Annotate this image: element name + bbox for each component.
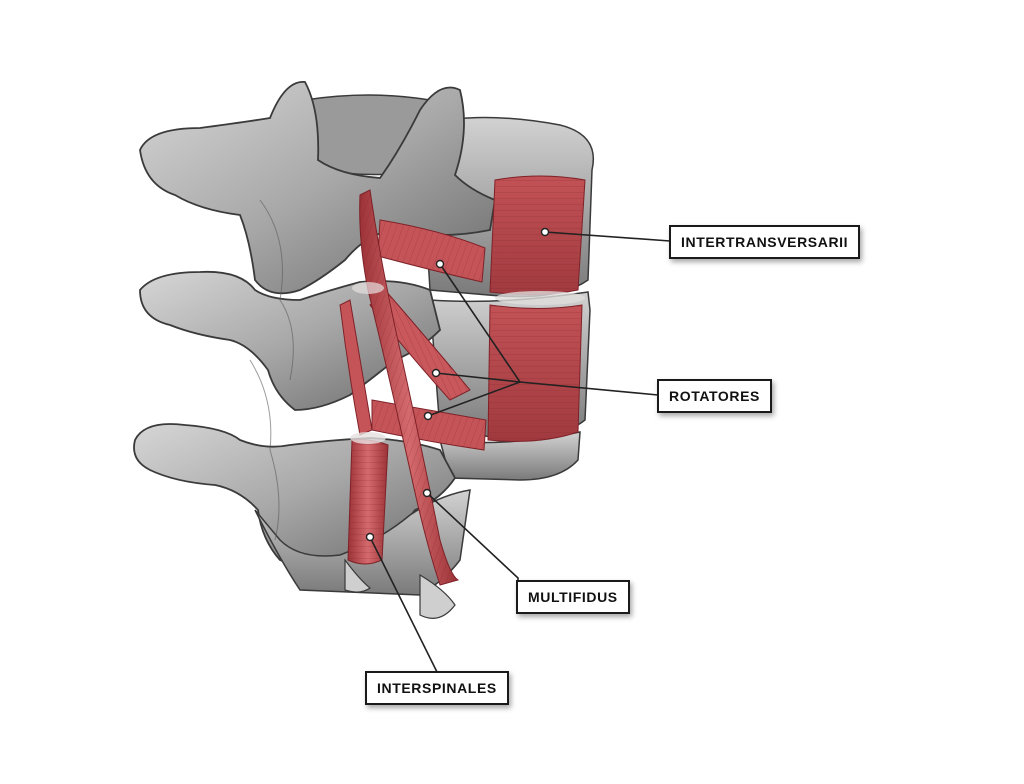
rotatores-label: ROTATORES [657,379,772,413]
leader-lines [369,231,671,673]
interspinales-label: INTERSPINALES [365,671,509,705]
multifidus-label: MULTIFIDUS [516,580,630,614]
leader-line-rotatores-3 [427,381,521,417]
marker-dot [423,411,433,421]
leader-line-intertransversarii [544,231,671,242]
intertransversarii-label: INTERTRANSVERSARII [669,225,861,259]
spinous-process-tip-right [419,573,456,619]
leader-dots [365,227,550,542]
marker-dot [431,368,441,378]
leader-line-rotatores-2 [435,372,521,383]
interspinales-muscle-fibers [348,439,388,564]
bone-shadow [259,199,294,381]
upper-vertebra [139,81,497,295]
intertransversarii-muscle-lower-fibers [488,305,582,442]
multifidus-muscle-fibers [359,190,458,585]
marker-dot [422,488,432,498]
tendon-highlight-3 [352,282,384,294]
leader-line-interspinales [369,536,438,673]
muscles [339,175,586,586]
spinous-process-tip [344,558,372,593]
marker-dot [540,227,550,237]
bone-shadow-2 [249,359,280,541]
marker-dot [435,259,445,269]
intertransversarii-muscle-fibers [490,176,585,295]
rotatores-muscle-upper-fibers [378,220,485,282]
tendon-highlight [350,432,386,444]
rotatores-muscle-diagonal-fibers [370,290,470,400]
marker-dot [365,532,375,542]
tendon-highlight-2 [495,291,585,305]
lowest-vertebra [254,489,471,596]
